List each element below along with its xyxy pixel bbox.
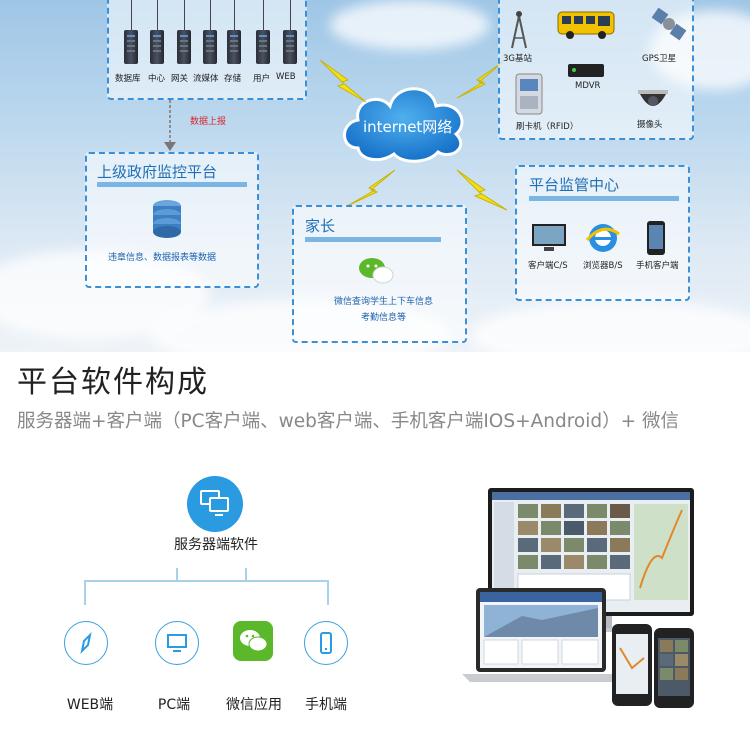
tree-connector xyxy=(327,580,329,605)
data-center-box xyxy=(107,0,307,100)
gov-platform-title: 上级政府监控平台 xyxy=(97,163,218,181)
sky-cloud xyxy=(470,300,750,352)
server-icon xyxy=(203,30,217,64)
mobile-icon xyxy=(647,221,665,255)
architecture-diagram: 数据库 中心 网关 流媒体 存储 用户 WEB 数据上报 上级政府监控平台 违章… xyxy=(0,0,750,352)
child-label-web: WEB端 xyxy=(66,697,114,713)
camera-label: 摄像头 xyxy=(637,120,663,130)
school-bus-icon xyxy=(557,11,615,39)
tree-connector xyxy=(176,568,178,582)
web-compass-icon xyxy=(64,621,108,665)
server-icon xyxy=(177,30,191,64)
server-label: 存储 xyxy=(224,74,242,84)
wechat-app-icon xyxy=(233,621,273,661)
parents-desc: 考勤信息等 xyxy=(361,313,407,323)
base-station-label: 3G基站 xyxy=(503,54,532,64)
server-label: 网关 xyxy=(171,74,189,84)
server-icon xyxy=(256,30,270,64)
title-underline xyxy=(305,237,441,242)
parents-title: 家长 xyxy=(305,217,336,235)
title-underline xyxy=(529,196,679,201)
monitor-center-title: 平台监管中心 xyxy=(529,176,620,194)
tree-connector xyxy=(84,580,86,605)
tree-connector xyxy=(84,580,328,582)
wechat-icon xyxy=(359,258,394,284)
server-label: 数据库 xyxy=(115,74,141,84)
sky-cloud xyxy=(330,0,490,50)
base-station-icon xyxy=(511,11,527,49)
desktop-icon xyxy=(532,224,566,251)
server-icon xyxy=(227,30,241,64)
internet-cloud-icon xyxy=(343,87,464,163)
device-mockup-image xyxy=(462,488,694,708)
browser-icon xyxy=(585,224,620,252)
lightning-icon xyxy=(456,169,508,211)
gov-platform-desc: 违章信息、数据报表等数据 xyxy=(108,253,217,263)
server-label: WEB xyxy=(276,72,296,82)
mobile-phone-icon xyxy=(304,621,348,665)
child-label-mobile: 手机端 xyxy=(305,697,347,713)
server-icon xyxy=(283,30,297,64)
section-title: 平台软件构成 xyxy=(17,365,209,400)
mdvr-icon xyxy=(568,64,604,77)
monitor-item-label: 手机客户端 xyxy=(636,261,679,271)
root-label: 服务器端软件 xyxy=(174,537,258,553)
gov-platform-box xyxy=(85,152,259,288)
gps-satellite-icon xyxy=(651,7,687,41)
server-label: 用户 xyxy=(253,74,271,84)
gps-label: GPS卫星 xyxy=(642,54,677,64)
pc-monitor-icon xyxy=(155,621,199,665)
lightning-icon xyxy=(319,59,367,103)
server-icon xyxy=(124,30,138,64)
database-icon xyxy=(153,200,181,238)
lightning-icon xyxy=(346,169,396,207)
internet-label: internet网络 xyxy=(363,118,453,136)
tree-connector xyxy=(245,568,247,582)
server-icon xyxy=(150,30,164,64)
report-arrow-icon xyxy=(164,100,176,151)
report-label: 数据上报 xyxy=(190,117,227,127)
parents-desc: 微信查询学生上下车信息 xyxy=(334,297,434,307)
camera-icon xyxy=(638,90,668,106)
card-reader-icon xyxy=(515,73,543,115)
section-subtitle: 服务器端+客户端（PC客户端、web客户端、手机客户端IOS+Android）+… xyxy=(17,411,680,432)
child-label-pc: PC端 xyxy=(157,697,191,713)
title-underline xyxy=(97,182,247,187)
server-software-icon xyxy=(187,476,243,532)
server-label: 流媒体 xyxy=(193,74,219,84)
lightning-icon xyxy=(456,61,504,99)
card-reader-label: 刷卡机（RFID） xyxy=(516,122,579,132)
child-label-wechat: 微信应用 xyxy=(226,697,282,713)
server-label: 中心 xyxy=(148,74,166,84)
monitor-item-label: 客户端C/S xyxy=(528,261,568,271)
monitor-item-label: 浏览器B/S xyxy=(583,261,623,271)
mdvr-label: MDVR xyxy=(575,81,601,91)
